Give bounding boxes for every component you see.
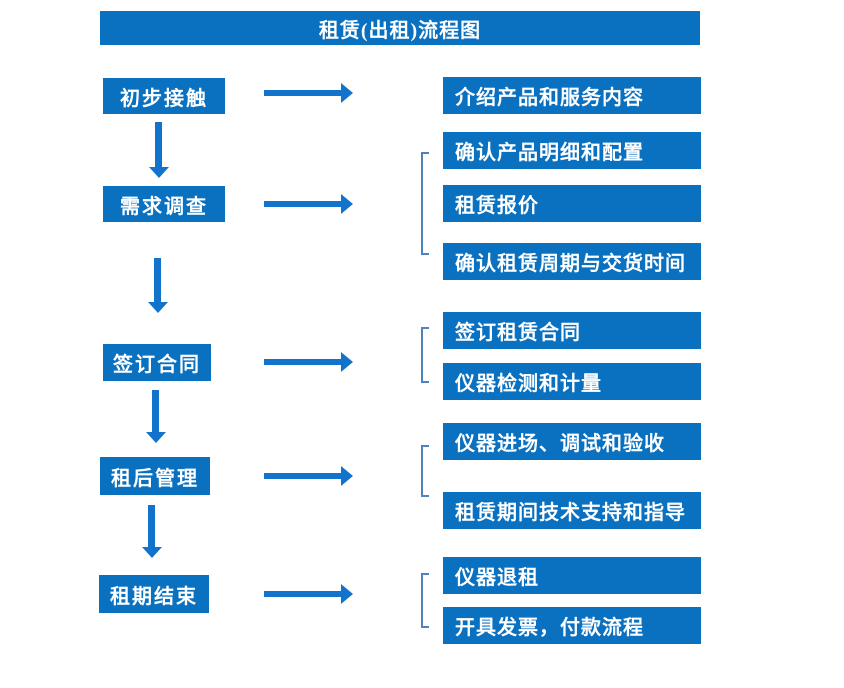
arrow-shaft: [264, 591, 341, 597]
arrow-head-icon: [341, 466, 353, 486]
detail-box-intro-products: 介绍产品和服务内容: [443, 77, 701, 114]
arrow-head-icon: [149, 167, 169, 178]
arrow-shaft: [155, 122, 162, 167]
arrow-head-icon: [148, 302, 168, 313]
arrow-head-icon: [142, 547, 162, 558]
detail-box-rental-quote: 租赁报价: [443, 185, 701, 222]
arrow-head-icon: [341, 83, 353, 103]
detail-box-confirm-product-details: 确认产品明细和配置: [443, 132, 701, 169]
detail-box-sign-rental-contract: 签订租赁合同: [443, 312, 701, 349]
detail-box-instrument-return: 仪器退租: [443, 557, 701, 594]
right-arrow-4: [264, 466, 353, 486]
bracket-group-sign-contract: [421, 327, 429, 383]
step-box-sign-contract: 签订合同: [103, 344, 211, 381]
bracket-group-demand-survey: [421, 152, 429, 255]
detail-box-confirm-period-delivery: 确认租赁周期与交货时间: [443, 243, 701, 280]
arrow-head-icon: [146, 432, 166, 443]
arrow-shaft: [152, 390, 159, 432]
right-arrow-1: [264, 83, 353, 103]
detail-box-instrument-testing: 仪器检测和计量: [443, 363, 701, 400]
detail-box-invoice-payment: 开具发票，付款流程: [443, 607, 701, 644]
arrow-shaft: [264, 90, 341, 96]
arrow-shaft: [154, 258, 161, 302]
detail-box-instrument-setup-acceptance: 仪器进场、调试和验收: [443, 423, 701, 460]
arrow-shaft: [148, 505, 155, 547]
bracket-group-rental-end: [421, 573, 429, 628]
arrow-shaft: [264, 201, 341, 207]
right-arrow-5: [264, 584, 353, 604]
down-arrow-3: [146, 390, 166, 443]
arrow-head-icon: [341, 194, 353, 214]
down-arrow-2: [148, 258, 168, 313]
arrow-shaft: [264, 473, 341, 479]
arrow-head-icon: [341, 584, 353, 604]
flowchart-title-bar: 租赁(出租)流程图: [100, 11, 700, 45]
step-box-rental-end: 租期结束: [99, 575, 209, 613]
arrow-shaft: [264, 359, 341, 365]
step-box-post-rental-management: 租后管理: [100, 457, 210, 495]
arrow-head-icon: [341, 352, 353, 372]
bracket-group-post-rental: [421, 445, 429, 497]
step-box-initial-contact: 初步接触: [103, 78, 225, 114]
step-box-demand-survey: 需求调查: [103, 186, 225, 222]
flowchart-title: 租赁(出租)流程图: [318, 19, 482, 42]
down-arrow-1: [149, 122, 169, 178]
right-arrow-2: [264, 194, 353, 214]
detail-box-tech-support: 租赁期间技术支持和指导: [443, 492, 701, 529]
down-arrow-4: [142, 505, 162, 558]
right-arrow-3: [264, 352, 353, 372]
